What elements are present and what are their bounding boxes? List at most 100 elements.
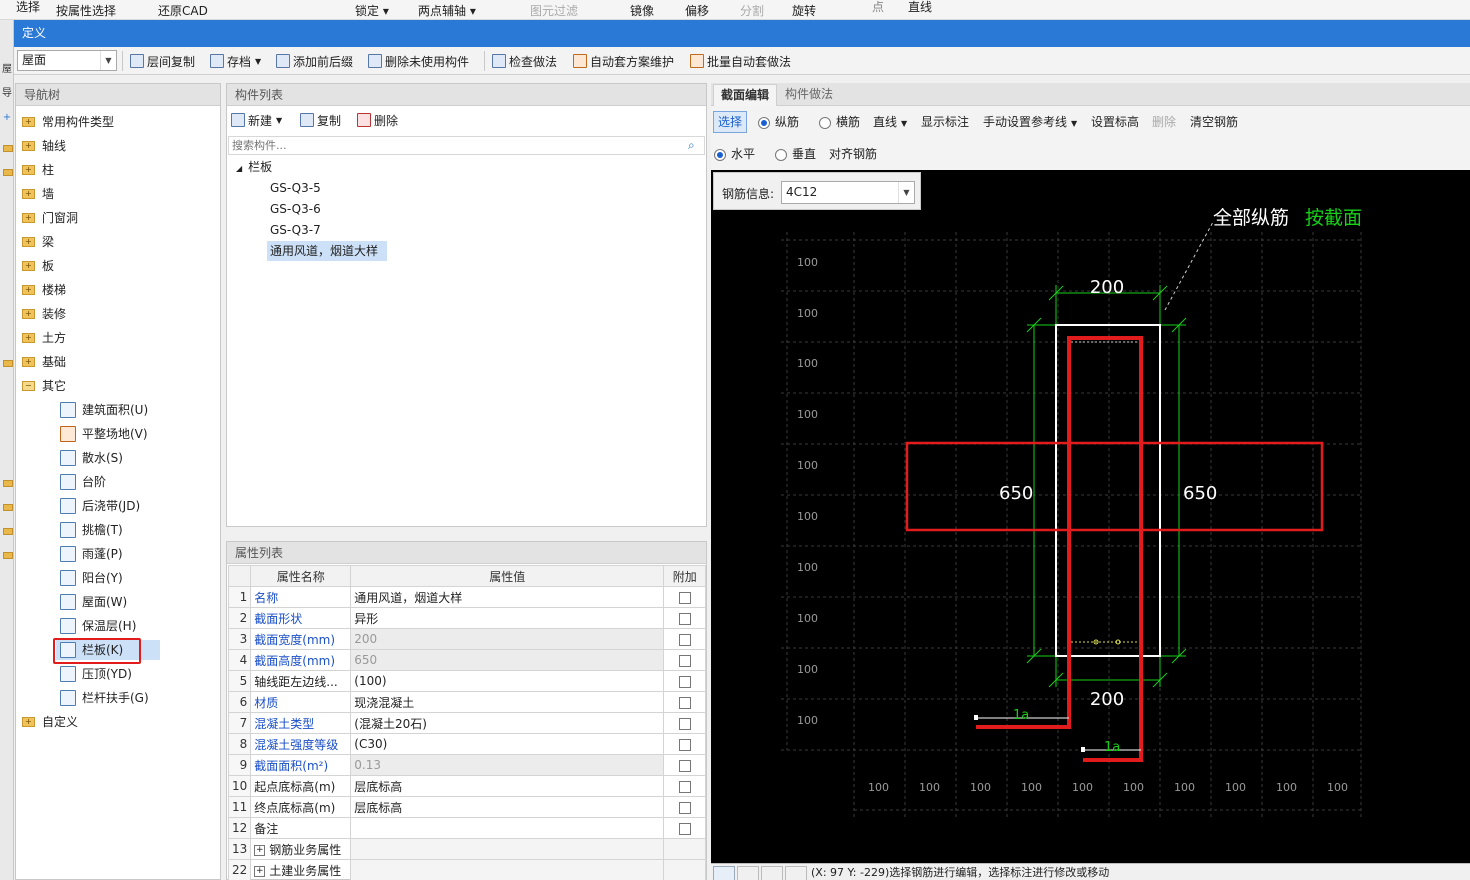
nav-child[interactable]: 散水(S) <box>60 449 123 467</box>
split-button[interactable]: 分割 <box>740 4 765 18</box>
snap-plus-icon[interactable] <box>785 866 807 880</box>
component-search-input[interactable] <box>228 136 705 155</box>
copy-between-floors-button[interactable]: 层间复制 <box>130 52 195 70</box>
rebar-point[interactable] <box>1093 639 1099 645</box>
point-button[interactable]: 点 <box>872 0 885 14</box>
nav-item[interactable]: +墙 <box>22 185 54 203</box>
delete-component-button[interactable]: 删除 <box>357 111 398 129</box>
section-drawing[interactable]: 100 100 100 100 100 100 100 100 100 100 … <box>711 170 1470 863</box>
select-tool-button[interactable]: 选择 <box>713 111 748 133</box>
line-tool-button[interactable]: 直线▼ <box>873 115 908 129</box>
nav-item[interactable]: +装修 <box>22 305 66 323</box>
snap-vertical-icon[interactable] <box>761 866 783 880</box>
checkbox[interactable] <box>678 801 691 814</box>
nav-child[interactable]: 屋面(W) <box>60 593 127 611</box>
checkbox[interactable] <box>678 738 691 751</box>
nav-item[interactable]: +楼梯 <box>22 281 66 299</box>
component-item-selected[interactable]: 通用风道，烟道大样 <box>270 244 379 258</box>
radio-unchecked[interactable] <box>775 148 787 161</box>
copy-component-button[interactable]: 复制 <box>300 111 341 129</box>
filter-button[interactable]: 图元过滤 <box>530 4 579 18</box>
checkbox[interactable] <box>678 822 691 835</box>
align-rebar-button[interactable]: 对齐钢筋 <box>829 147 878 161</box>
delete-button[interactable]: 删除 <box>1152 115 1177 129</box>
line-button[interactable]: 直线 <box>908 0 933 14</box>
clear-rebar-button[interactable]: 清空钢筋 <box>1190 115 1239 129</box>
section-outline[interactable] <box>1055 324 1161 657</box>
tab-section-edit[interactable]: 截面编辑 <box>713 84 777 106</box>
rebar-info-input[interactable]: 4C12▼ <box>781 181 915 204</box>
expand-plus-icon[interactable]: + <box>254 865 266 877</box>
checkbox[interactable] <box>678 759 691 772</box>
archive-button[interactable]: 存档▼ <box>210 52 261 70</box>
auto-scheme-button[interactable]: 自动套方案维护 <box>573 52 674 70</box>
snap-angle-icon[interactable] <box>737 866 759 880</box>
nav-item[interactable]: +自定义 <box>22 713 78 731</box>
radio-checked[interactable] <box>758 116 770 129</box>
nav-item[interactable]: +土方 <box>22 329 66 347</box>
nav-item[interactable]: +板 <box>22 257 54 275</box>
nav-child[interactable]: 保温层(H) <box>60 617 136 635</box>
manual-reference-line-button[interactable]: 手动设置参考线▼ <box>983 115 1078 129</box>
checkbox[interactable] <box>678 612 691 625</box>
tab-component-method[interactable]: 构件做法 <box>784 87 833 101</box>
main-tab[interactable]: 屋 <box>2 64 12 75</box>
nav-child[interactable]: 后浇带(JD) <box>60 497 140 515</box>
nav-child[interactable]: 栏杆扶手(G) <box>60 689 149 707</box>
section-canvas[interactable]: 100 100 100 100 100 100 100 100 100 100 … <box>711 170 1470 863</box>
snap-ortho-icon[interactable] <box>713 866 735 880</box>
dim-bottom-label[interactable]: 200 <box>1090 689 1124 710</box>
transverse-rebar-radio[interactable]: 横筋 <box>819 113 860 131</box>
checkbox[interactable] <box>678 696 691 709</box>
dim-left-label[interactable]: 650 <box>999 483 1033 504</box>
floor-select[interactable]: 屋面▼ <box>17 50 117 71</box>
horizontal-radio[interactable]: 水平 <box>714 145 755 163</box>
expand-plus-icon[interactable]: + <box>254 844 266 856</box>
new-component-button[interactable]: 新建▼ <box>231 111 282 129</box>
checkbox[interactable] <box>678 654 691 667</box>
nav-child[interactable]: 挑檐(T) <box>60 521 123 539</box>
nav-child[interactable]: 建筑面积(U) <box>60 401 148 419</box>
show-dimension-button[interactable]: 显示标注 <box>921 115 970 129</box>
nav-item-other[interactable]: −其它 <box>22 377 66 395</box>
dim-right-label[interactable]: 650 <box>1183 483 1217 504</box>
radio-checked[interactable] <box>714 148 726 161</box>
search-icon[interactable]: ⌕ <box>688 138 695 152</box>
check-method-button[interactable]: 检查做法 <box>492 52 557 70</box>
component-group[interactable]: ◢栏板 <box>236 160 273 174</box>
nav-child[interactable]: 阳台(Y) <box>60 569 123 587</box>
dim-top-label[interactable]: 200 <box>1090 277 1124 298</box>
table-row[interactable]: 22+土建业务属性 <box>227 859 707 880</box>
nav-item[interactable]: +梁 <box>22 233 54 251</box>
nav-child[interactable]: 平整场地(V) <box>60 425 148 443</box>
component-item[interactable]: GS-Q3-7 <box>270 223 321 237</box>
lock-button[interactable]: 锁定 ▾ <box>355 4 389 18</box>
checkbox[interactable] <box>678 633 691 646</box>
vertical-radio[interactable]: 垂直 <box>775 145 816 163</box>
nav-child[interactable]: 雨蓬(P) <box>60 545 123 563</box>
nav-item[interactable]: +常用构件类型 <box>22 113 114 131</box>
nav-child[interactable]: 台阶 <box>60 473 106 491</box>
longitudinal-rebar-radio[interactable]: 纵筋 <box>758 113 799 131</box>
delete-unused-button[interactable]: 删除未使用构件 <box>368 52 469 70</box>
set-elevation-button[interactable]: 设置标高 <box>1091 115 1140 129</box>
nav-item[interactable]: +基础 <box>22 353 66 371</box>
nav-child-railing-panel[interactable]: 栏板(K) <box>60 641 123 659</box>
checkbox[interactable] <box>678 675 691 688</box>
checkbox[interactable] <box>678 717 691 730</box>
nav-item[interactable]: +门窗洞 <box>22 209 78 227</box>
mirror-button[interactable]: 镜像 <box>630 4 655 18</box>
main-nav-tab[interactable]: 导 <box>2 88 12 99</box>
